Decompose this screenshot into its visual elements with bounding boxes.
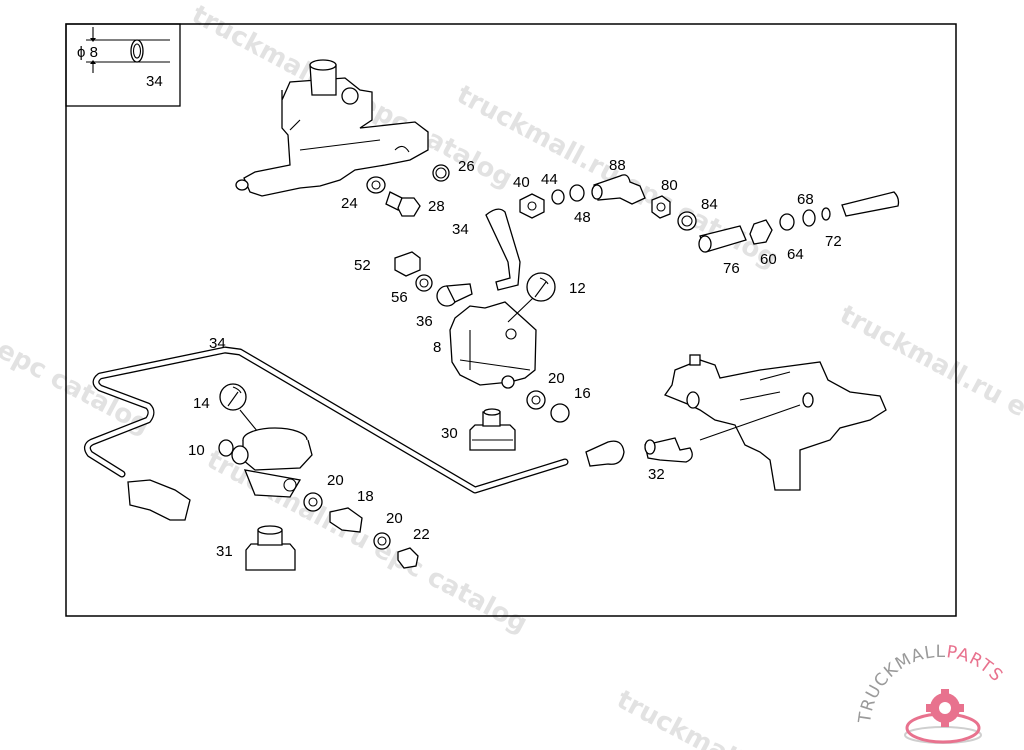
callout-22: 22: [413, 526, 430, 543]
wrench-icon-12: [526, 272, 556, 302]
part-valve-housing-top: [235, 59, 429, 197]
callout-26: 26: [458, 158, 475, 175]
part-valve-8: [394, 251, 570, 423]
callout-labels: 26 24 28 40 44 48 88 80 84 68 72 76 60 6…: [188, 157, 842, 560]
gear-icon: [926, 689, 964, 727]
callout-48: 48: [574, 209, 591, 226]
part-pipe-34: [83, 346, 569, 494]
callout-30: 30: [441, 425, 458, 442]
callout-60: 60: [760, 251, 777, 268]
callout-40: 40: [513, 174, 530, 191]
part-fitting-32: [585, 437, 693, 467]
callout-24: 24: [341, 195, 358, 212]
part-washer-24: [366, 176, 386, 194]
callout-31: 31: [216, 543, 233, 560]
callout-64: 64: [787, 246, 804, 263]
callout-84: 84: [701, 196, 718, 213]
callout-34-upper: 34: [452, 221, 469, 238]
callout-32: 32: [648, 466, 665, 483]
part-fitting-left: [127, 479, 191, 521]
callout-34-lower: 34: [209, 335, 226, 352]
callout-36: 36: [416, 313, 433, 330]
part-fittings-upper: [485, 174, 900, 291]
callout-10: 10: [188, 442, 205, 459]
callout-20-lower-b: 20: [386, 510, 403, 527]
logo-brand-accent: PARTS: [945, 642, 1007, 686]
callout-20-lower-a: 20: [327, 472, 344, 489]
callout-80: 80: [661, 177, 678, 194]
callout-88: 88: [609, 157, 626, 174]
callout-20-mid: 20: [548, 370, 565, 387]
callout-52: 52: [354, 257, 371, 274]
callout-8: 8: [433, 339, 441, 356]
part-valve-10: [218, 383, 419, 569]
callout-28: 28: [428, 198, 445, 215]
watermark-text: truckmall.ru epc catalog: [612, 685, 942, 750]
inset-part-number: 34: [146, 73, 163, 90]
part-valve-housing-right: [663, 354, 887, 491]
callout-16: 16: [574, 385, 591, 402]
inset-tube-detail: ϕ 8 34: [65, 23, 181, 107]
callout-18: 18: [357, 488, 374, 505]
truckmall-parts-logo: TRUCKMALLPARTS: [855, 642, 1007, 744]
part-bolt-28: [385, 191, 421, 217]
inset-diameter-label: ϕ 8: [77, 44, 98, 61]
callout-56: 56: [391, 289, 408, 306]
callout-14: 14: [193, 395, 210, 412]
callout-44: 44: [541, 171, 558, 188]
callout-68: 68: [797, 191, 814, 208]
callout-76: 76: [723, 260, 740, 277]
callout-12: 12: [569, 280, 586, 297]
callout-72: 72: [825, 233, 842, 250]
diagram-frame: [65, 23, 957, 617]
part-cap-31: [245, 525, 296, 571]
part-washer-26: [432, 164, 450, 182]
part-cap-30: [469, 408, 516, 451]
wrench-icon-14: [219, 383, 247, 411]
